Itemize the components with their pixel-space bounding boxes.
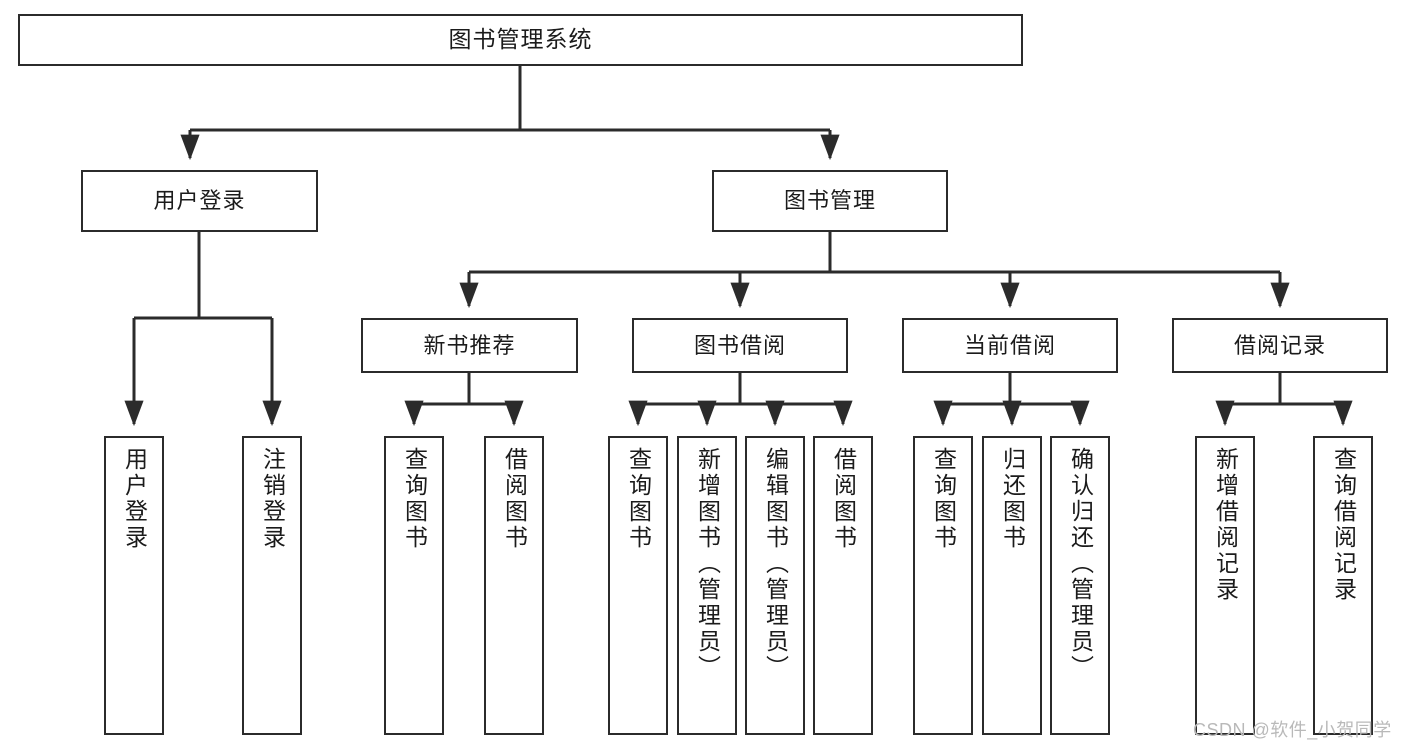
node-book-management-label: 图书管理 [783, 188, 876, 214]
leaf-current-return-book-label: 归还图书 [999, 447, 1026, 551]
leaf-current-confirm-return-admin[interactable]: 确认归还（管理员） [1050, 436, 1110, 735]
leaf-borrow-borrow-book[interactable]: 借阅图书 [813, 436, 873, 735]
leaf-records-add-record-label: 新增借阅记录 [1212, 447, 1239, 603]
leaf-records-search-record[interactable]: 查询借阅记录 [1313, 436, 1373, 735]
node-current-borrow[interactable]: 当前借阅 [902, 318, 1118, 373]
csdn-watermark: CSDN @软件_小贺同学 [1193, 720, 1392, 740]
leaf-current-search-book[interactable]: 查询图书 [913, 436, 973, 735]
leaf-borrow-add-book-admin[interactable]: 新增图书（管理员） [677, 436, 737, 735]
node-new-book-recommend-label: 新书推荐 [423, 332, 516, 358]
leaf-user-login-signin-label: 用户登录 [121, 447, 148, 551]
node-root-system-label: 图书管理系统 [448, 26, 593, 53]
node-root-system[interactable]: 图书管理系统 [18, 14, 1023, 66]
leaf-records-search-record-label: 查询借阅记录 [1330, 447, 1357, 603]
leaf-borrow-edit-book-admin[interactable]: 编辑图书（管理员） [745, 436, 805, 735]
node-borrow-records[interactable]: 借阅记录 [1172, 318, 1388, 373]
leaf-new-book-search[interactable]: 查询图书 [384, 436, 444, 735]
leaf-new-book-borrow-label: 借阅图书 [501, 447, 528, 551]
leaf-user-login-signout-label: 注销登录 [259, 447, 286, 551]
leaf-current-search-book-label: 查询图书 [930, 447, 957, 551]
leaf-user-login-signout[interactable]: 注销登录 [242, 436, 302, 735]
node-borrow-records-label: 借阅记录 [1233, 332, 1326, 358]
node-user-login-label: 用户登录 [153, 188, 246, 214]
node-current-borrow-label: 当前借阅 [963, 332, 1056, 358]
node-user-login[interactable]: 用户登录 [81, 170, 318, 232]
leaf-new-book-borrow[interactable]: 借阅图书 [484, 436, 544, 735]
node-book-management[interactable]: 图书管理 [712, 170, 948, 232]
leaf-new-book-search-label: 查询图书 [401, 447, 428, 551]
leaf-current-confirm-return-admin-label: 确认归还（管理员） [1067, 447, 1094, 681]
leaf-borrow-edit-book-admin-label: 编辑图书（管理员） [762, 447, 789, 681]
leaf-borrow-borrow-book-label: 借阅图书 [830, 447, 857, 551]
leaf-borrow-add-book-admin-label: 新增图书（管理员） [694, 447, 721, 681]
node-new-book-recommend[interactable]: 新书推荐 [361, 318, 578, 373]
leaf-current-return-book[interactable]: 归还图书 [982, 436, 1042, 735]
node-book-borrow[interactable]: 图书借阅 [632, 318, 848, 373]
leaf-borrow-search-book-label: 查询图书 [625, 447, 652, 551]
node-book-borrow-label: 图书借阅 [693, 332, 786, 358]
leaf-records-add-record[interactable]: 新增借阅记录 [1195, 436, 1255, 735]
leaf-user-login-signin[interactable]: 用户登录 [104, 436, 164, 735]
leaf-borrow-search-book[interactable]: 查询图书 [608, 436, 668, 735]
